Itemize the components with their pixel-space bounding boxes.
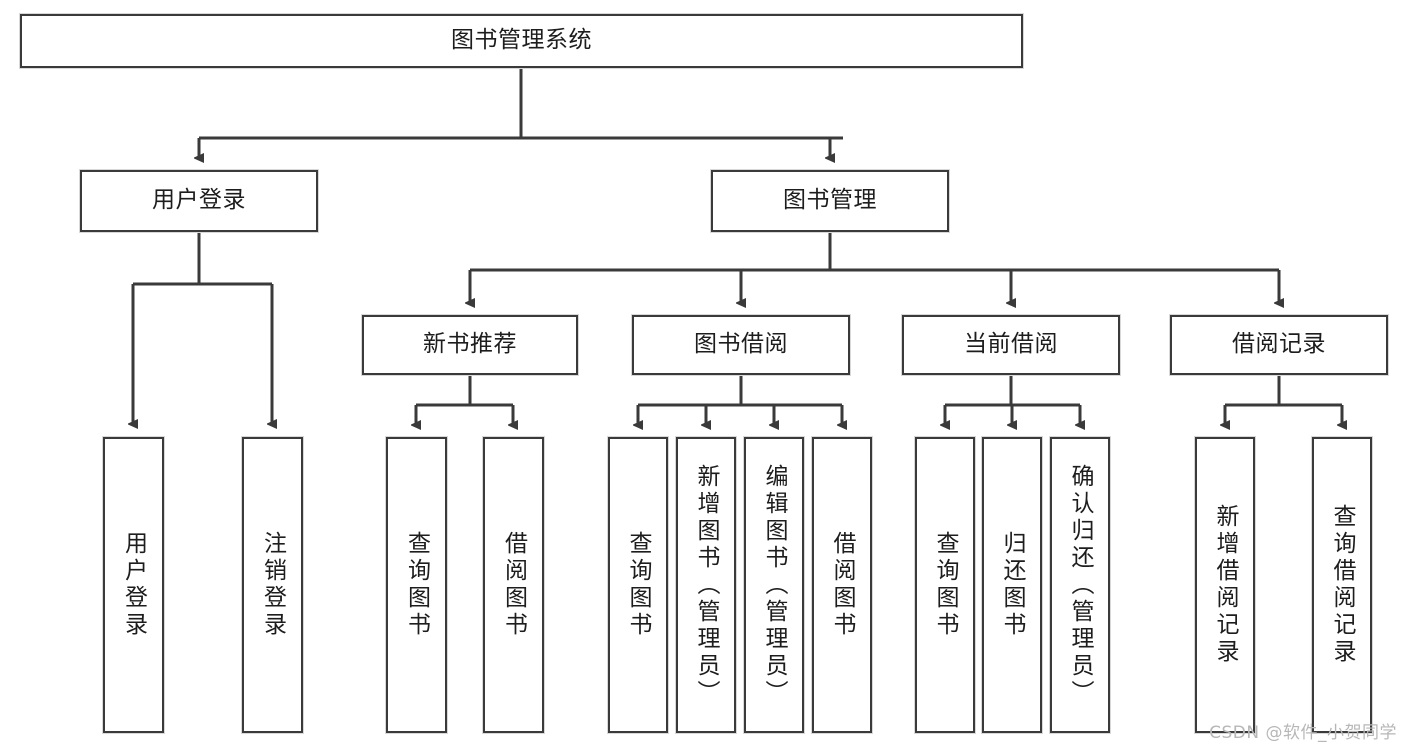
node-borrow-records-label: 借阅记录 xyxy=(1232,331,1326,358)
node-user-login[interactable]: 用户登录 xyxy=(80,170,318,232)
node-current-borrow[interactable]: 当前借阅 xyxy=(902,315,1120,375)
leaf-query-books-recommend[interactable]: 查询图书 xyxy=(386,437,447,733)
leaf-query-books-borrow[interactable]: 查询图书 xyxy=(608,437,668,733)
leaf-return-books[interactable]: 归还图书 xyxy=(982,437,1042,733)
leaf-edit-book-admin-label: 编辑图书（管理员） xyxy=(761,463,788,707)
node-user-login-label: 用户登录 xyxy=(152,187,246,214)
leaf-borrow-books-recommend-label: 借阅图书 xyxy=(500,531,527,639)
leaf-borrow-books[interactable]: 借阅图书 xyxy=(812,437,872,733)
node-book-borrow[interactable]: 图书借阅 xyxy=(632,315,850,375)
leaf-edit-book-admin[interactable]: 编辑图书（管理员） xyxy=(744,437,804,733)
node-new-book-recommend[interactable]: 新书推荐 xyxy=(362,315,578,375)
leaf-query-borrow-record[interactable]: 查询借阅记录 xyxy=(1312,437,1372,733)
node-book-management[interactable]: 图书管理 xyxy=(711,170,949,232)
leaf-user-login[interactable]: 用户登录 xyxy=(103,437,164,733)
leaf-query-books-current[interactable]: 查询图书 xyxy=(915,437,975,733)
leaf-query-borrow-record-label: 查询借阅记录 xyxy=(1329,504,1356,666)
leaf-confirm-return-admin-label: 确认归还（管理员） xyxy=(1067,463,1094,707)
leaf-borrow-books-recommend[interactable]: 借阅图书 xyxy=(483,437,544,733)
leaf-return-books-label: 归还图书 xyxy=(999,531,1026,639)
leaf-query-books-borrow-label: 查询图书 xyxy=(625,531,652,639)
node-root-label: 图书管理系统 xyxy=(451,27,592,54)
leaf-add-book-admin[interactable]: 新增图书（管理员） xyxy=(676,437,736,733)
node-root[interactable]: 图书管理系统 xyxy=(20,14,1023,68)
node-new-book-recommend-label: 新书推荐 xyxy=(423,331,517,358)
leaf-confirm-return-admin[interactable]: 确认归还（管理员） xyxy=(1050,437,1110,733)
leaf-query-books-recommend-label: 查询图书 xyxy=(403,531,430,639)
leaf-logout[interactable]: 注销登录 xyxy=(242,437,303,733)
node-borrow-records[interactable]: 借阅记录 xyxy=(1170,315,1388,375)
leaf-add-borrow-record[interactable]: 新增借阅记录 xyxy=(1195,437,1255,733)
node-current-borrow-label: 当前借阅 xyxy=(964,331,1058,358)
node-book-borrow-label: 图书借阅 xyxy=(694,331,788,358)
leaf-borrow-books-label: 借阅图书 xyxy=(829,531,856,639)
leaf-add-book-admin-label: 新增图书（管理员） xyxy=(693,463,720,707)
csdn-watermark: CSDN @软件_小贺同学 xyxy=(1209,723,1397,743)
leaf-add-borrow-record-label: 新增借阅记录 xyxy=(1212,504,1239,666)
node-book-management-label: 图书管理 xyxy=(783,187,877,214)
leaf-query-books-current-label: 查询图书 xyxy=(932,531,959,639)
leaf-user-login-label: 用户登录 xyxy=(120,531,147,639)
leaf-logout-label: 注销登录 xyxy=(259,531,286,639)
